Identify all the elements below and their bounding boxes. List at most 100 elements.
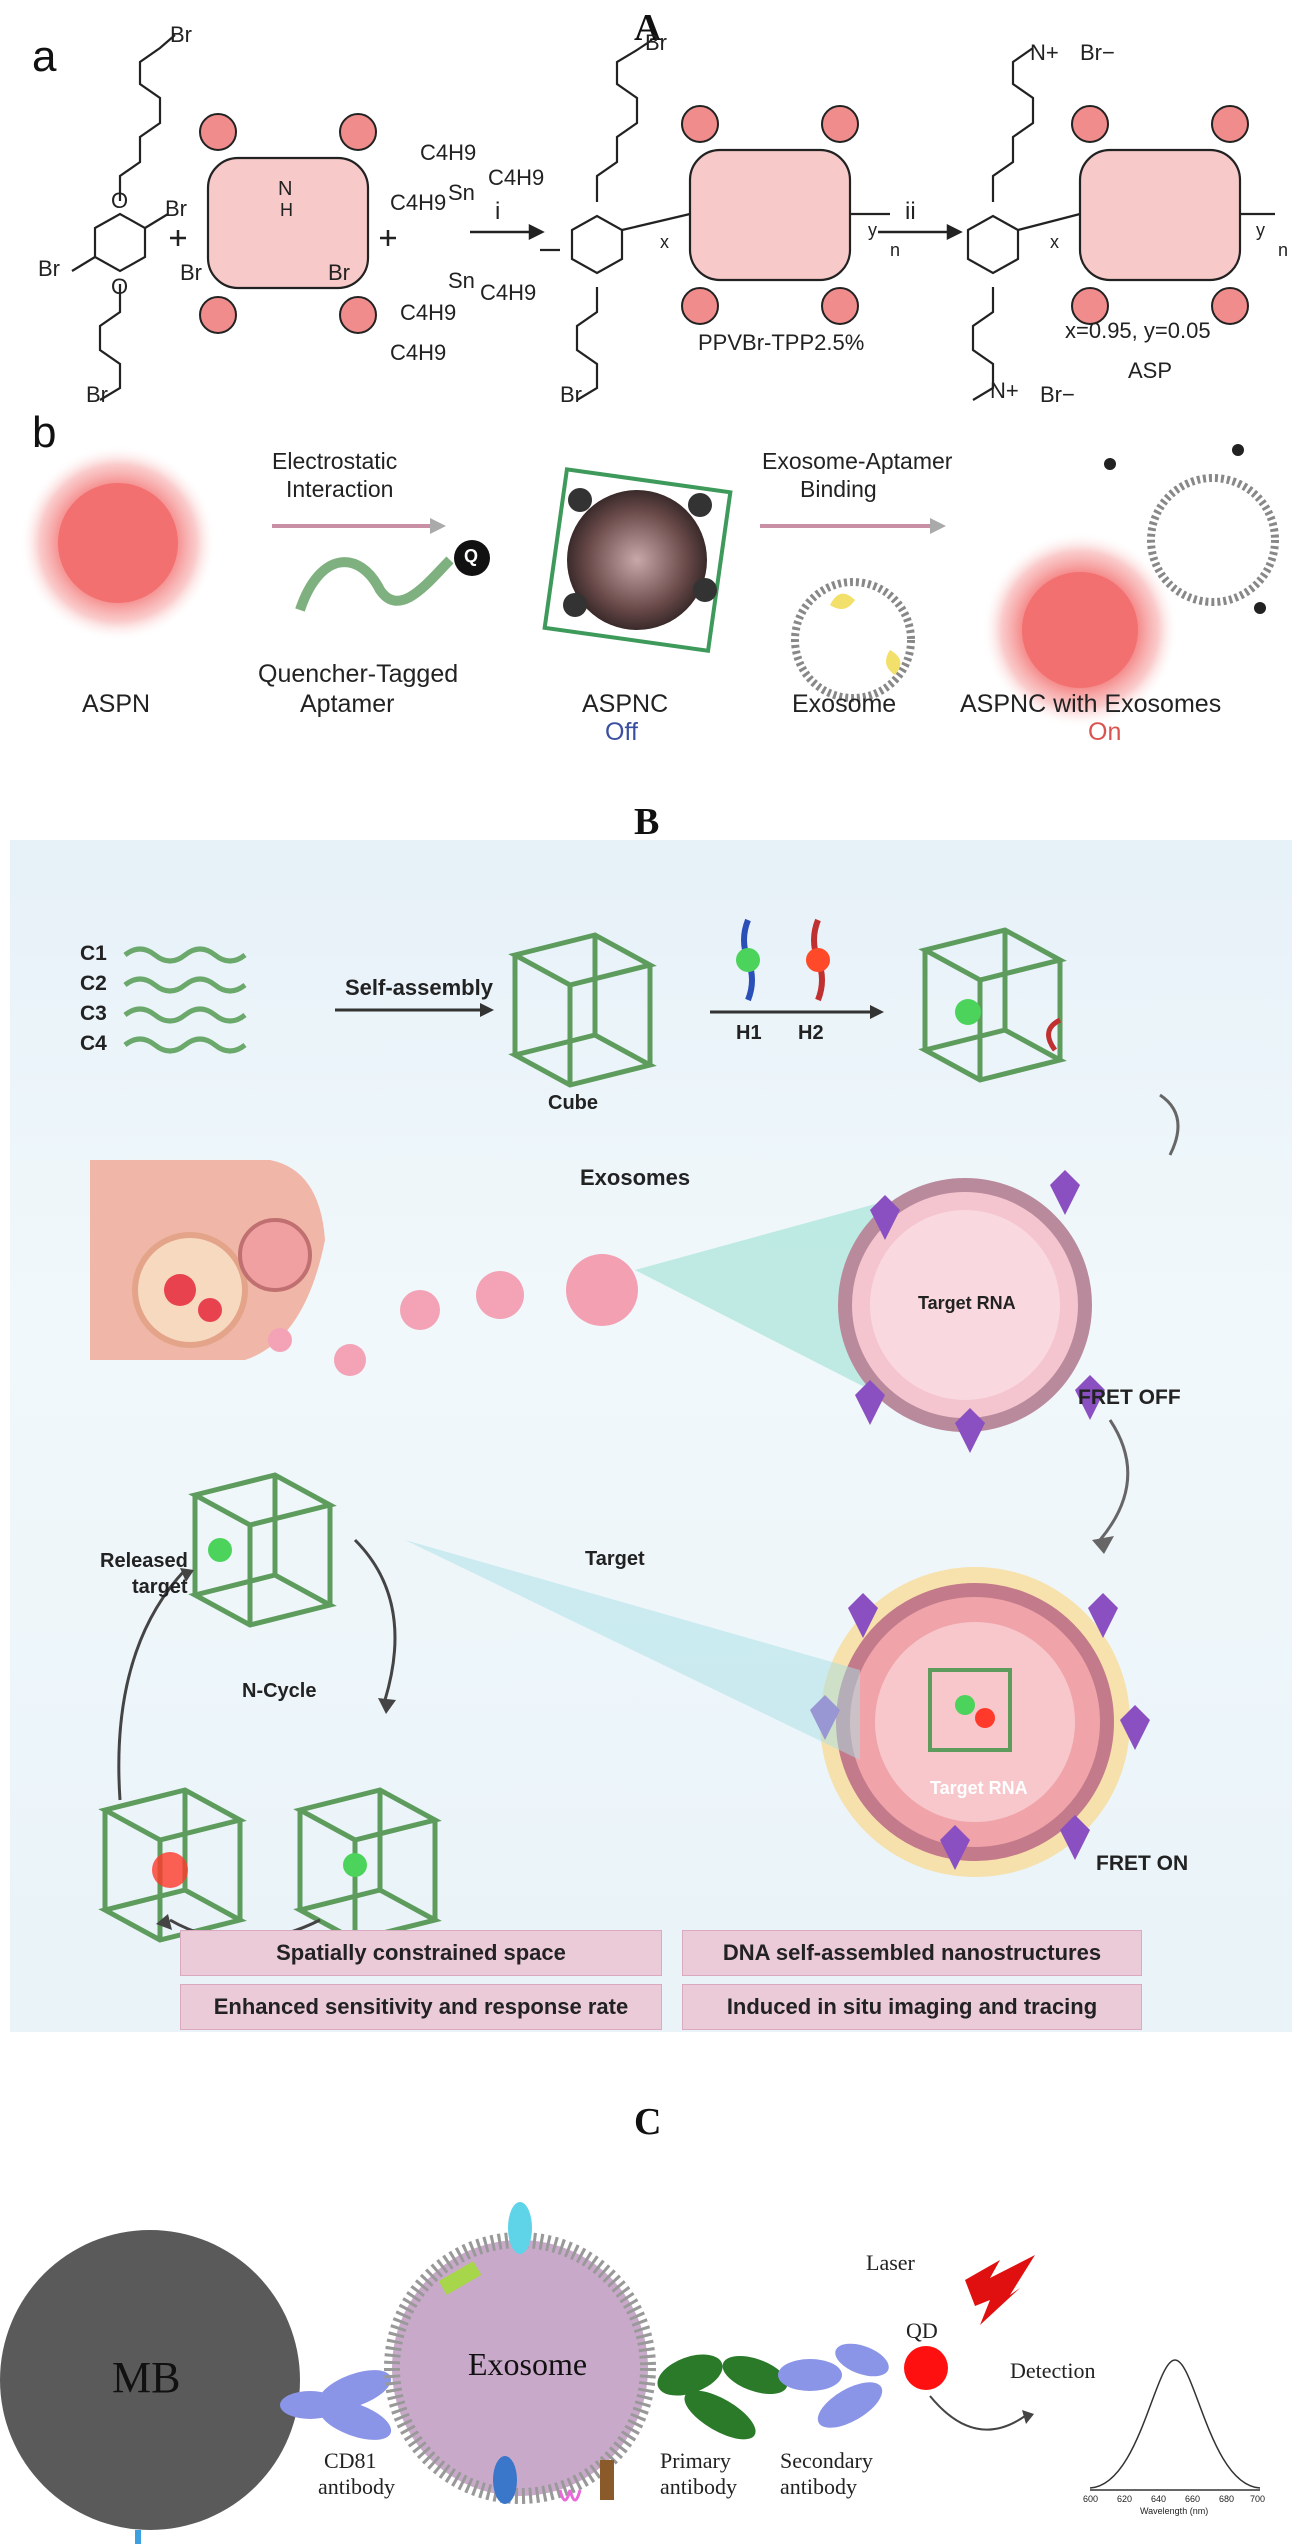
strand-c3: C3 bbox=[80, 1002, 107, 1025]
cube-label: Cube bbox=[548, 1092, 598, 1114]
spectrum-tick-660: 660 bbox=[1185, 2494, 1201, 2504]
ncycle-label: N-Cycle bbox=[242, 1680, 317, 1702]
reagent-sn-1: Sn bbox=[448, 180, 475, 205]
released-target-line1: Released bbox=[100, 1550, 188, 1572]
dna-cube bbox=[508, 932, 657, 1088]
exosome-label: Exosome bbox=[792, 690, 897, 718]
panel-c-graphic bbox=[0, 2202, 1261, 2544]
sub-y-2: y bbox=[1256, 220, 1265, 240]
mb-label: MB bbox=[112, 2353, 181, 2402]
sub-n-2: n bbox=[1278, 240, 1289, 260]
benzene-ring-1 bbox=[93, 212, 147, 273]
atom-nplus-2: N+ bbox=[990, 378, 1019, 403]
cd81-label-line2: antibody bbox=[318, 2474, 395, 2499]
spectrum-tick-600: 600 bbox=[1083, 2494, 1099, 2504]
product1-label: PPVBr-TPP2.5% bbox=[698, 330, 865, 355]
alkyl-chain-top bbox=[118, 34, 176, 201]
atom-n-1: N bbox=[278, 178, 293, 200]
porphyrin-core-3 bbox=[1078, 148, 1242, 282]
secondary-label-line2: antibody bbox=[780, 2474, 857, 2499]
sub-y-1: y bbox=[868, 220, 877, 240]
sub-x-1: x bbox=[660, 232, 669, 252]
target-rna-label-1: Target RNA bbox=[918, 1293, 1016, 1313]
spectrum-tick-700: 700 bbox=[1250, 2494, 1266, 2504]
panel-b-letter: B bbox=[634, 801, 660, 843]
atom-h-1: H bbox=[280, 200, 293, 220]
self-assembly-label: Self-assembly bbox=[345, 975, 493, 1000]
step-i-label: i bbox=[495, 198, 501, 225]
sub-x-2: x bbox=[1050, 232, 1059, 252]
reaction-scheme bbox=[71, 34, 1275, 401]
step-ii-label: ii bbox=[905, 198, 916, 225]
porphyrin-core-1 bbox=[206, 156, 370, 290]
exosome-vesicle bbox=[392, 2240, 648, 2496]
strand-c2: C2 bbox=[80, 972, 107, 995]
feature-box-sensitivity: Enhanced sensitivity and response rate bbox=[180, 1984, 662, 2030]
sub-n-1: n bbox=[890, 240, 901, 260]
reagent-c4h9-1: C4H9 bbox=[420, 140, 477, 165]
exosome-label-c: Exosome bbox=[468, 2346, 588, 2382]
primary-label-line1: Primary bbox=[660, 2448, 731, 2473]
feature-box-dna-nanostructures: DNA self-assembled nanostructures bbox=[682, 1930, 1142, 1976]
aspnc-label: ASPNC bbox=[582, 690, 669, 718]
h2-label: H2 bbox=[798, 1022, 824, 1044]
binding-label-bottom: Binding bbox=[800, 476, 877, 502]
reagent-c4h9-5: C4H9 bbox=[400, 300, 457, 325]
binding-label-top: Exosome-Aptamer bbox=[762, 448, 953, 474]
aspnc-off-label: Off bbox=[605, 718, 638, 746]
porphyrin-core-2 bbox=[688, 148, 852, 282]
atom-o-2: O bbox=[111, 274, 129, 299]
aptamer-label-line1: Quencher-Tagged bbox=[258, 660, 459, 688]
reagent-c4h9-6: C4H9 bbox=[390, 340, 447, 365]
atom-br-1: Br bbox=[170, 22, 192, 47]
target-label: Target bbox=[585, 1548, 645, 1570]
exosome-vesicle bbox=[791, 578, 915, 702]
emission-spectrum bbox=[1089, 2359, 1261, 2491]
subpanel-a-letter: a bbox=[32, 32, 57, 81]
reagent-c4h9-2: C4H9 bbox=[488, 165, 545, 190]
secondary-label-line1: Secondary bbox=[780, 2448, 873, 2473]
reagent-sn-2: Sn bbox=[448, 268, 475, 293]
panel-b-graphic bbox=[90, 918, 1180, 1943]
quencher-q-label: Q bbox=[464, 546, 479, 566]
atom-br-6: Br bbox=[328, 260, 350, 285]
h1-label: H1 bbox=[736, 1022, 762, 1044]
atom-br-5: Br bbox=[180, 260, 202, 285]
aspnc-on-label: On bbox=[1088, 718, 1122, 746]
quencher-aptamer bbox=[295, 556, 454, 612]
atom-brminus-1: Br− bbox=[1080, 40, 1115, 65]
laser-label: Laser bbox=[866, 2250, 915, 2275]
strand-c1: C1 bbox=[80, 942, 107, 965]
spectrum-tick-640: 640 bbox=[1151, 2494, 1167, 2504]
product2-label: ASP bbox=[1128, 358, 1173, 383]
interaction-label-bottom: Interaction bbox=[286, 476, 394, 502]
aptamer-label-line2: Aptamer bbox=[300, 690, 395, 718]
magnetic-bead bbox=[0, 2230, 300, 2530]
atom-br-4: Br bbox=[86, 382, 108, 407]
interaction-label-top: Electrostatic bbox=[272, 448, 398, 474]
atom-o-1: O bbox=[111, 188, 129, 213]
quantum-dot bbox=[904, 2346, 948, 2390]
atom-brminus-2: Br− bbox=[1040, 382, 1075, 407]
target-rna-label-2: Target RNA bbox=[930, 1778, 1028, 1798]
detection-label: Detection bbox=[1010, 2358, 1096, 2383]
panel-c-letter: C bbox=[634, 2101, 662, 2143]
aspnc-exosomes-label: ASPNC with Exosomes bbox=[960, 690, 1222, 718]
laser-bolt-icon bbox=[965, 2255, 1035, 2325]
primary-label-line2: antibody bbox=[660, 2474, 737, 2499]
feature-box-spatial: Spatially constrained space bbox=[180, 1930, 662, 1976]
atom-nplus-1: N+ bbox=[1030, 40, 1059, 65]
feature-box-in-situ-imaging: Induced in situ imaging and tracing bbox=[682, 1984, 1142, 2030]
aspn-label: ASPN bbox=[82, 690, 151, 718]
qd-label: QD bbox=[906, 2318, 938, 2343]
spectrum-tick-680: 680 bbox=[1219, 2494, 1235, 2504]
atom-br-2: Br bbox=[165, 196, 187, 221]
reagent-c4h9-3: C4H9 bbox=[390, 190, 447, 215]
sensing-scheme bbox=[20, 444, 1279, 728]
atom-br-7: Br bbox=[645, 30, 667, 55]
exosomes-label: Exosomes bbox=[580, 1165, 691, 1190]
atom-br-3: Br bbox=[38, 256, 60, 281]
subpanel-b-letter: b bbox=[32, 408, 57, 457]
released-target-line2: target bbox=[132, 1576, 188, 1598]
aspnc-particle bbox=[567, 490, 707, 630]
